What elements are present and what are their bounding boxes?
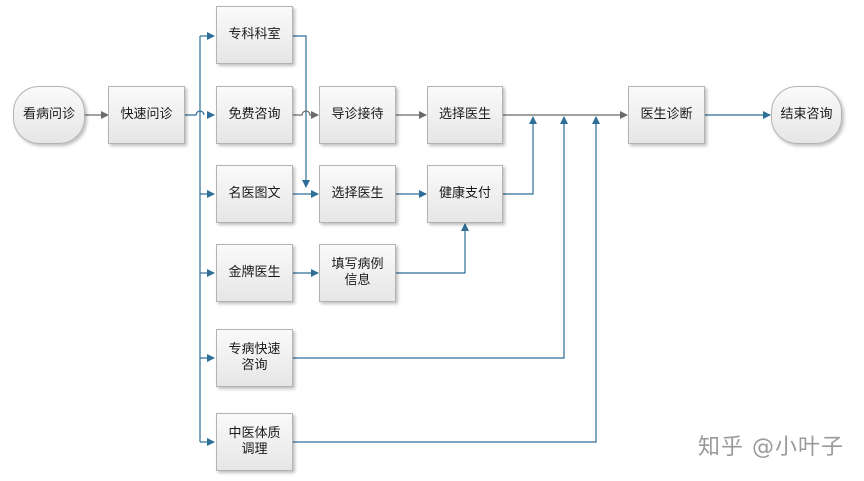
node-famous-text: 名医图文 [216,165,293,223]
node-free-consult: 免费咨询 [216,86,293,144]
node-diagnose: 医生诊断 [628,86,705,144]
edge-fill-pay [396,223,469,274]
watermark: 知乎 @小叶子 [698,435,844,460]
edge-tcm-up [293,116,600,443]
node-tcm: 中医体质 调理 [216,413,293,471]
edge-free-guide [293,110,319,119]
node-quick-consult: 快速问诊 [108,86,185,144]
node-choose-doctor-mid: 选择医生 [319,165,396,223]
node-start: 看病问诊 [13,86,85,144]
node-specialty-quick: 专病快速 咨询 [216,329,293,387]
node-health-pay: 健康支付 [427,165,503,223]
edge-specialty-dept-down [293,35,310,188]
edge-quick-trunk [185,110,205,116]
node-guide-reception: 导诊接待 [319,86,396,144]
node-end: 结束咨询 [771,86,842,144]
edge-pay-up [503,116,537,195]
node-choose-doctor-top: 选择医生 [427,86,503,144]
node-fill-case: 填写病例 信息 [319,244,396,302]
node-specialty-dept: 专科科室 [216,6,293,64]
node-gold-doctor: 金牌医生 [216,244,293,302]
edge-specialty-quick-up [293,116,568,359]
